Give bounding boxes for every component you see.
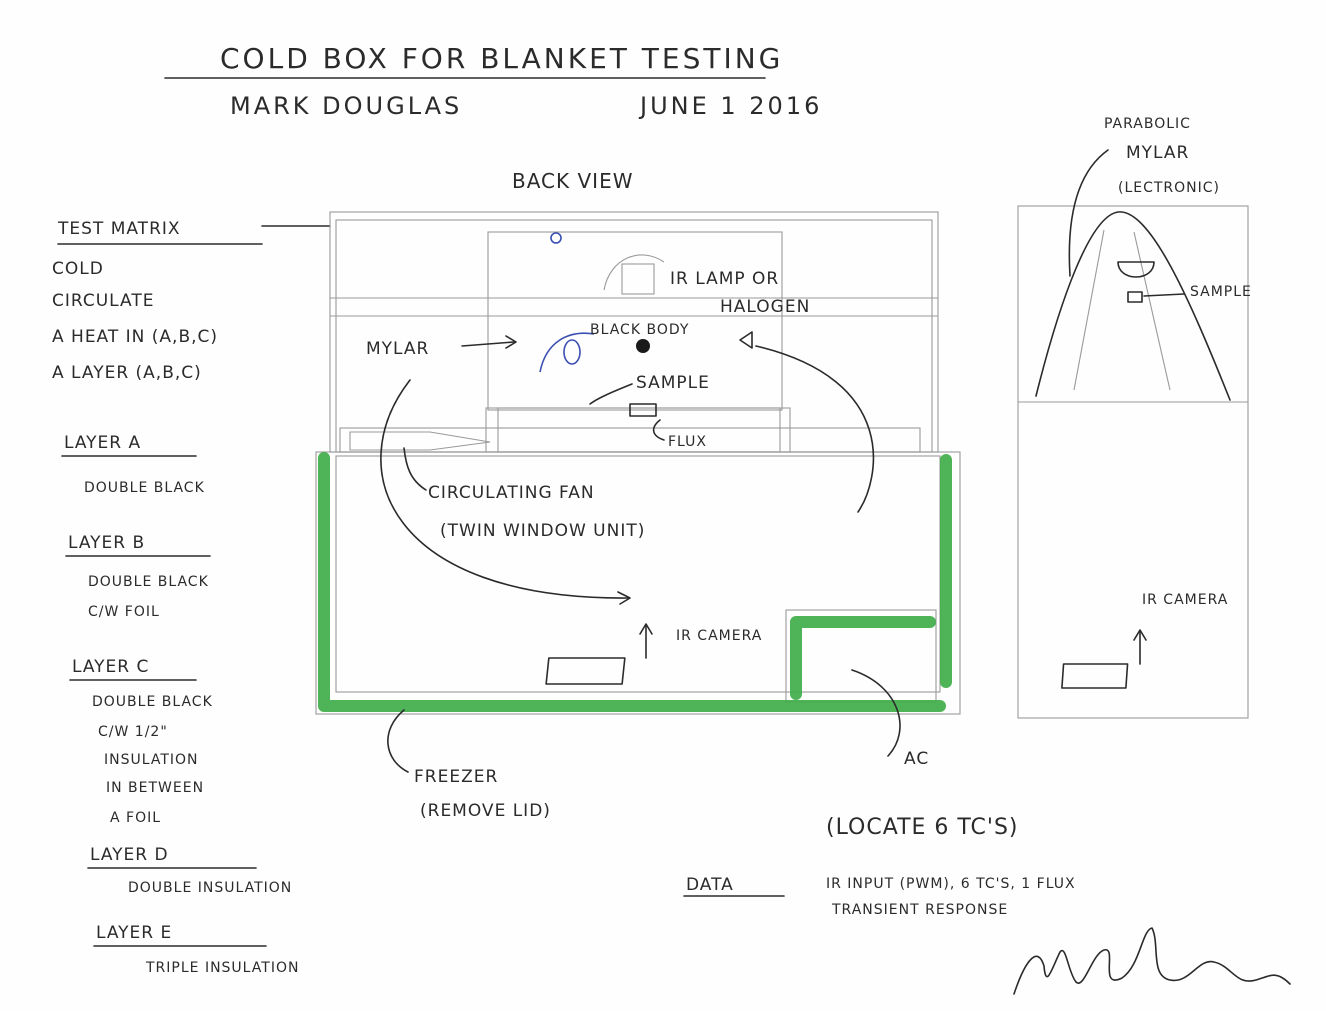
ir-camera-label: IR CAMERA (676, 628, 762, 644)
arrow-head-icon (617, 591, 631, 605)
author-name: MARK DOUGLAS (230, 92, 462, 120)
matrix-item: A LAYER (A,B,C) (52, 363, 202, 383)
lamp-reflector-icon (1117, 261, 1155, 278)
layer-name: LAYER B (68, 533, 145, 553)
insulation-stroke (790, 616, 936, 700)
sample-label: SAMPLE (636, 373, 710, 393)
arrow-head-icon (505, 335, 517, 349)
mylar-label: MYLAR (366, 339, 429, 359)
freezer-label: (REMOVE LID) (420, 801, 551, 821)
layer-name: LAYER D (90, 845, 169, 865)
fan-label: CIRCULATING FAN (428, 483, 595, 503)
side-ir-camera-label: IR CAMERA (1142, 592, 1228, 608)
black-body-icon (636, 339, 650, 353)
layer-desc: IN BETWEEN (106, 780, 204, 796)
ir-lamp-icon (621, 263, 655, 295)
sample-pointer (1143, 293, 1185, 297)
matrix-heading: TEST MATRIX (57, 219, 181, 239)
layer-name: LAYER A (64, 433, 141, 453)
layer-name: LAYER E (96, 923, 172, 943)
matrix-item: A HEAT IN (A,B,C) (52, 327, 218, 347)
side-sample-label: SAMPLE (1190, 284, 1252, 300)
parabolic-label: MYLAR (1126, 143, 1189, 163)
black-body-label: BLACK BODY (590, 322, 689, 338)
sketch-title: COLD BOX FOR BLANKET TESTING (220, 42, 783, 75)
matrix-item: COLD (52, 259, 104, 279)
arrow-head-icon (1133, 629, 1147, 641)
ir-lamp-label: IR LAMP OR (670, 269, 779, 289)
view-label: BACK VIEW (512, 169, 633, 193)
sample-pointer (589, 383, 633, 405)
fan-pointer (403, 447, 427, 491)
parabolic-label: PARABOLIC (1104, 116, 1191, 132)
airflow-return (755, 345, 875, 513)
matrix-item: CIRCULATE (52, 291, 154, 311)
arrow-head-icon (739, 331, 753, 349)
layer-desc: DOUBLE BLACK (84, 480, 205, 496)
fan-label: (TWIN WINDOW UNIT) (440, 521, 645, 541)
layer-desc: C/W 1/2" (98, 724, 168, 740)
layer-desc: TRIPLE INSULATION (145, 960, 299, 976)
data-line: IR INPUT (PWM), 6 TC'S, 1 FLUX (826, 876, 1076, 892)
parabolic-pointer (1068, 149, 1109, 277)
mylar-reflector (539, 332, 595, 373)
flux-label: FLUX (668, 434, 707, 450)
blue-marker-icon (550, 232, 562, 244)
signature (1013, 927, 1291, 995)
mylar-arrow (461, 341, 515, 347)
lamp-bracket (603, 254, 665, 291)
layer-name: LAYER C (72, 657, 149, 677)
layer-desc: C/W FOIL (88, 604, 160, 620)
layer-desc: DOUBLE BLACK (92, 694, 213, 710)
data-line: TRANSIENT RESPONSE (831, 902, 1008, 918)
layer-desc: INSULATION (104, 752, 199, 768)
data-label: DATA (686, 875, 734, 895)
sketch-date: JUNE 1 2016 (638, 92, 822, 120)
freezer-label: FREEZER (414, 767, 498, 787)
side-sample-icon (1127, 291, 1143, 303)
upper-chamber (329, 211, 939, 453)
parabolic-label: (LECTRONIC) (1118, 180, 1220, 196)
side-ir-camera-icon (1061, 663, 1129, 689)
flux-sensor-icon (629, 403, 657, 417)
airflow-arrow (380, 379, 629, 599)
freezer-pointer (387, 709, 409, 773)
sample-holder-icon (563, 339, 581, 365)
ac-pointer (851, 669, 901, 757)
insulation-stroke (318, 452, 946, 712)
flux-pointer (652, 419, 665, 441)
ir-camera-icon (545, 657, 626, 685)
locate-note: (LOCATE 6 TC'S) (826, 815, 1019, 840)
arrow-head-icon (639, 623, 653, 635)
layer-desc: DOUBLE INSULATION (128, 880, 292, 896)
side-view (1017, 205, 1249, 719)
layer-desc: A FOIL (110, 810, 161, 826)
ir-lamp-label: HALOGEN (720, 297, 810, 317)
layer-desc: DOUBLE BLACK (88, 574, 209, 590)
ac-label: AC (904, 749, 929, 769)
